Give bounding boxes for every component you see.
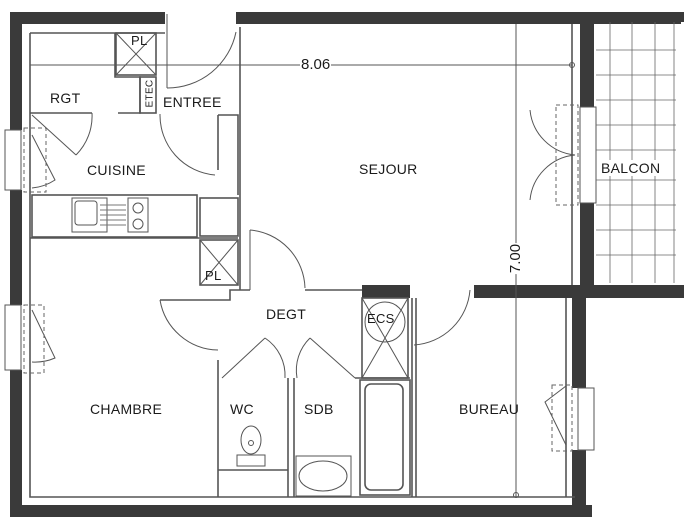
room-label-rgt: RGT xyxy=(50,90,81,106)
room-label-bureau: BUREAU xyxy=(459,401,520,417)
toilet-icon xyxy=(236,425,266,467)
room-label-degt: DEGT xyxy=(266,306,307,322)
window-dashes xyxy=(23,104,579,452)
door-swings xyxy=(31,14,576,446)
room-label-wc: WC xyxy=(230,401,254,417)
kitchen-appliances xyxy=(71,197,149,233)
water-heater-icon xyxy=(364,301,406,343)
meter-label-etec: ETEC xyxy=(144,79,156,108)
washbasin-icon xyxy=(295,455,352,497)
balcony-tiles xyxy=(596,22,676,283)
closet-crosses xyxy=(115,32,409,379)
room-label-balcon: BALCON xyxy=(601,160,661,176)
closet-label-pl-top: PL xyxy=(131,33,148,48)
room-label-sejour: SEJOUR xyxy=(359,161,418,177)
width-dimension: 8.06 xyxy=(300,56,332,73)
room-label-sdb: SDB xyxy=(304,401,334,417)
room-label-entree: ENTREE xyxy=(163,94,222,110)
room-label-cuisine: CUISINE xyxy=(87,162,146,178)
interior-walls xyxy=(29,24,575,498)
exterior-walls xyxy=(10,12,684,517)
closet-label-pl-mid: PL xyxy=(205,268,222,283)
dimension-lines xyxy=(30,24,575,498)
room-label-chambre: CHAMBRE xyxy=(90,401,163,417)
height-dimension: 7.00 xyxy=(507,242,525,275)
water-heater-label-ecs: ECS xyxy=(367,311,395,326)
windows xyxy=(4,106,597,451)
